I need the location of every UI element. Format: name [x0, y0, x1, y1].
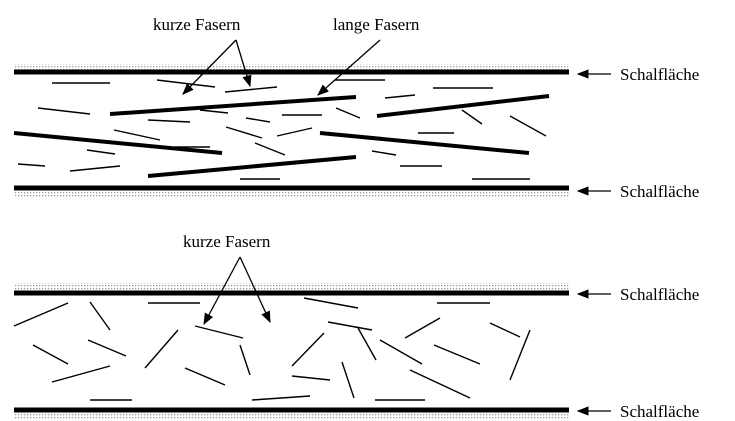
- formwork-hatch-bottom: [14, 413, 569, 420]
- callout-arrow: [182, 39, 237, 95]
- label-short-fibers: kurze Fasern: [183, 232, 271, 251]
- short-fiber: [17, 163, 46, 167]
- long-fibers: [13, 94, 550, 178]
- short-fiber: [409, 369, 471, 399]
- short-fiber: [461, 109, 483, 125]
- label-formwork-top: Schalfläche: [620, 65, 699, 84]
- formwork-hatch-top: [14, 64, 569, 71]
- short-fiber: [224, 86, 278, 93]
- short-fiber: [245, 117, 271, 123]
- short-fiber: [335, 107, 361, 119]
- short-fiber: [357, 327, 377, 361]
- short-fiber: [184, 367, 226, 386]
- formwork-hatch-bottom: [14, 190, 569, 197]
- short-fiber: [156, 79, 216, 88]
- short-fiber: [89, 301, 111, 331]
- short-fiber: [147, 119, 191, 123]
- short-fiber: [341, 361, 355, 399]
- callout-arrow: [239, 256, 271, 324]
- top-panel: kurze Fasern lange Fasern Schalfläche Sc…: [13, 15, 699, 201]
- short-fiber: [86, 149, 116, 155]
- short-fiber: [194, 325, 244, 339]
- long-fiber: [13, 131, 223, 155]
- short-fibers-random: [13, 297, 531, 401]
- short-fiber: [51, 365, 111, 383]
- long-fiber: [147, 155, 357, 178]
- short-fiber: [379, 339, 423, 365]
- short-fiber: [69, 165, 121, 172]
- short-fiber: [144, 329, 179, 369]
- short-fibers: [17, 79, 547, 180]
- callout-arrow: [317, 39, 381, 96]
- short-fiber: [225, 126, 263, 139]
- short-fiber: [199, 109, 229, 114]
- callout-arrow: [235, 39, 252, 88]
- callout-arrows-bottom: [203, 256, 611, 416]
- short-fiber: [489, 322, 521, 338]
- bottom-panel: kurze Fasern Schalfläche Schalfläche: [13, 232, 699, 421]
- short-fiber: [291, 332, 325, 367]
- short-fiber: [509, 329, 531, 381]
- short-fiber: [291, 375, 331, 381]
- formwork-hatch-top: [14, 283, 569, 290]
- short-fiber: [384, 94, 416, 99]
- short-fiber: [87, 339, 127, 357]
- short-fiber: [113, 129, 161, 141]
- label-short-fibers: kurze Fasern: [153, 15, 241, 34]
- long-fiber: [109, 95, 357, 116]
- short-fiber: [509, 115, 547, 137]
- callout-arrow: [203, 256, 241, 326]
- short-fiber: [276, 127, 313, 137]
- label-formwork-bottom: Schalfläche: [620, 182, 699, 201]
- short-fiber: [433, 344, 481, 365]
- short-fiber: [239, 344, 251, 376]
- short-fiber: [303, 297, 359, 309]
- label-long-fibers: lange Fasern: [333, 15, 420, 34]
- label-formwork-top: Schalfläche: [620, 285, 699, 304]
- short-fiber: [32, 344, 69, 365]
- short-fiber: [13, 302, 69, 327]
- short-fiber: [371, 150, 397, 156]
- short-fiber: [404, 317, 441, 339]
- short-fiber: [254, 142, 286, 156]
- long-fiber: [376, 94, 550, 118]
- short-fiber: [327, 321, 373, 331]
- long-fiber: [319, 131, 530, 155]
- callout-arrows-top: [182, 39, 611, 196]
- short-fiber: [37, 107, 91, 115]
- short-fiber: [251, 395, 311, 401]
- label-formwork-bottom: Schalfläche: [620, 402, 699, 421]
